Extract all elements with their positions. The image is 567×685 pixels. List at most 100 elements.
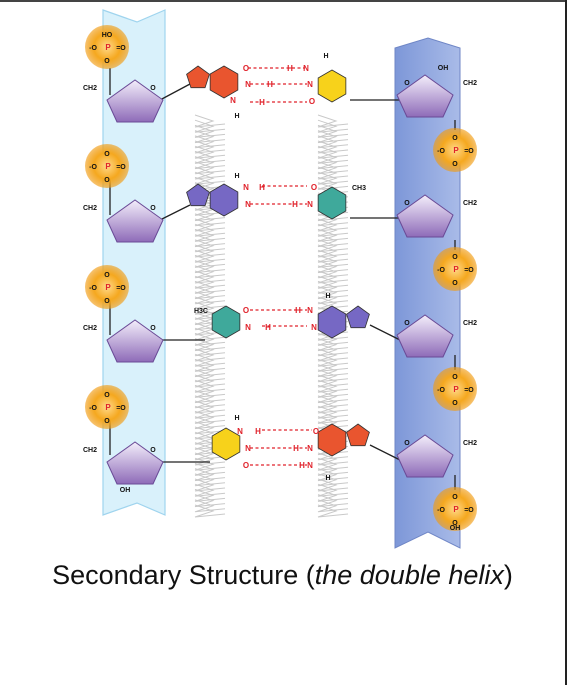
phosphate-do-label: =O (116, 164, 126, 171)
phosphate-do-label: =O (464, 148, 474, 155)
phosphate-p-label: P (105, 283, 111, 292)
hydrogen-label: H (267, 80, 273, 89)
phosphate-glow (433, 247, 477, 291)
terminal-oh-right-label: OH (438, 65, 449, 72)
phosphate-p-label: P (453, 385, 459, 394)
phosphate-p-label: P (105, 403, 111, 412)
phosphate-glow (85, 25, 129, 69)
phosphate-p-label: P (453, 505, 459, 514)
hydrogen-label: H (234, 415, 239, 422)
phosphate-bottom-label: O (452, 280, 458, 287)
phosphate-p-label: P (105, 162, 111, 171)
phosphate-p-label: P (105, 43, 111, 52)
figure-caption: Secondary Structure (the double helix) (0, 560, 565, 591)
sugar-ring: O CH2 (396, 194, 477, 238)
ch2-label: CH2 (463, 440, 477, 447)
hydrogen-label: H (295, 306, 301, 315)
donor-acceptor-label: N (245, 323, 251, 332)
caption-prefix: Secondary Structure ( (52, 560, 315, 590)
sugar-o-label: O (150, 85, 156, 92)
phosphate-glow (85, 144, 129, 188)
donor-acceptor-label: N (307, 306, 313, 315)
phosphate-top-label: HO (102, 32, 113, 39)
sugar-pentagon (396, 194, 454, 238)
phosphate-do-label: =O (116, 405, 126, 412)
sugar-o-label: O (150, 205, 156, 212)
sugar-o-label: O (404, 320, 410, 327)
sugar-pentagon (106, 199, 164, 243)
caption-italic: the double helix (314, 560, 504, 590)
guanine-five-ring (346, 423, 370, 447)
phosphate-p-label: P (453, 146, 459, 155)
phosphate-neg-o-label: -O (437, 387, 445, 394)
phosphate-glow (85, 265, 129, 309)
donor-acceptor-label: N (307, 461, 313, 470)
sugar-pentagon (106, 441, 164, 485)
stack-line (317, 504, 349, 518)
phosphate-top-label: O (452, 494, 458, 501)
sugar-o-label: O (404, 80, 410, 87)
hydrogen-bonds (248, 67, 312, 466)
phosphate-neg-o-label: -O (437, 148, 445, 155)
sugar-o-label: O (404, 440, 410, 447)
adenine-five-ring (186, 183, 210, 207)
phosphate-glow (433, 367, 477, 411)
phosphate-glow (85, 385, 129, 429)
ch2-label: CH2 (83, 447, 97, 454)
donor-acceptor-label: O (243, 306, 249, 315)
phosphate-do-label: =O (464, 507, 474, 514)
thymine-ring (211, 305, 241, 339)
donor-acceptor-label: O (309, 97, 315, 106)
phosphate-top-label: O (452, 374, 458, 381)
atom-labels: ONNNNONNNONNOONNNONNHHHHHHHHHHHHHHHHCH3H… (194, 53, 366, 482)
phosphate-top-label: O (104, 392, 110, 399)
sugar-pentagon (106, 319, 164, 363)
adenine-five-ring (346, 305, 370, 329)
sugar-o-label: O (404, 200, 410, 207)
hydrogen-label: H (234, 113, 239, 120)
terminal-oh-label: OH (450, 525, 461, 532)
donor-acceptor-label: N (311, 323, 317, 332)
phosphate-neg-o-label: -O (89, 45, 97, 52)
phosphate-neg-o-label: -O (89, 285, 97, 292)
stack-line (194, 504, 226, 518)
sugar-pentagon (106, 79, 164, 123)
donor-acceptor-label: N (230, 96, 236, 105)
adenine-six-ring (209, 183, 239, 217)
donor-acceptor-label: N (245, 200, 251, 209)
phosphate-bottom-label: O (452, 161, 458, 168)
ch2-label: CH2 (463, 320, 477, 327)
phosphate-group: O -O P =O O (433, 128, 477, 172)
donor-acceptor-label: N (243, 183, 249, 192)
phosphate-neg-o-label: -O (437, 507, 445, 514)
hydrogen-label: H (292, 200, 298, 209)
hydrogen-label: H (287, 64, 293, 73)
phosphate-do-label: =O (116, 285, 126, 292)
phosphate-top-label: O (452, 254, 458, 261)
hydrogen-label: H (259, 98, 265, 107)
phosphate-glow (433, 128, 477, 172)
hydrogen-label: H (325, 293, 330, 300)
sugar-ring: O CH2 (396, 434, 477, 478)
ch2-label: CH2 (463, 200, 477, 207)
phosphate-top-label: O (104, 272, 110, 279)
phosphate-top-label: O (452, 135, 458, 142)
phosphate-neg-o-label: -O (89, 405, 97, 412)
phosphate-glow (433, 487, 477, 531)
cytosine-ring (317, 69, 347, 103)
methyl-label: H3C (194, 308, 208, 315)
hydrogen-label: H (323, 53, 328, 60)
guanine-six-ring (209, 65, 239, 99)
hydrogen-label: H (293, 444, 299, 453)
